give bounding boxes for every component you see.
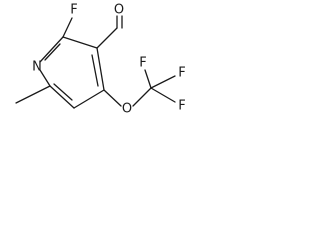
- atom-fluorine-cf3-top: F: [139, 56, 146, 71]
- bond-c3-cho: [96, 27, 118, 49]
- bond-c4-c5: [73, 89, 105, 109]
- atom-oxygen-aldehyde: O: [114, 3, 124, 18]
- chemical-structure: F N O O F F F: [15, 3, 186, 117]
- bond-c2-n-inner: [44, 43, 61, 61]
- bond-c4-o: [103, 89, 122, 107]
- bond-c5-c6-inner: [53, 83, 73, 101]
- bond-cf3-f1: [144, 69, 152, 89]
- bond-c6-methyl: [15, 85, 51, 104]
- atom-fluorine-cf3-right: F: [178, 66, 185, 81]
- atom-fluorine-ring: F: [70, 3, 77, 18]
- bond-n-c2: [39, 36, 64, 63]
- bond-cf3-f3: [150, 87, 176, 103]
- bond-c5-c6: [49, 85, 75, 109]
- bond-cf3-f2: [150, 75, 176, 89]
- bond-c2-c3: [62, 36, 98, 49]
- bond-c3-c4: [96, 47, 105, 91]
- bond-o-cf3: [132, 87, 152, 107]
- atom-nitrogen: N: [32, 60, 42, 75]
- atom-fluorine-cf3-bottom: F: [178, 99, 185, 114]
- atom-oxygen-ether: O: [122, 102, 132, 117]
- bond-c6-n: [39, 69, 51, 87]
- bond-c3-c4-inner: [91, 54, 99, 87]
- bond-c2-f: [62, 17, 73, 38]
